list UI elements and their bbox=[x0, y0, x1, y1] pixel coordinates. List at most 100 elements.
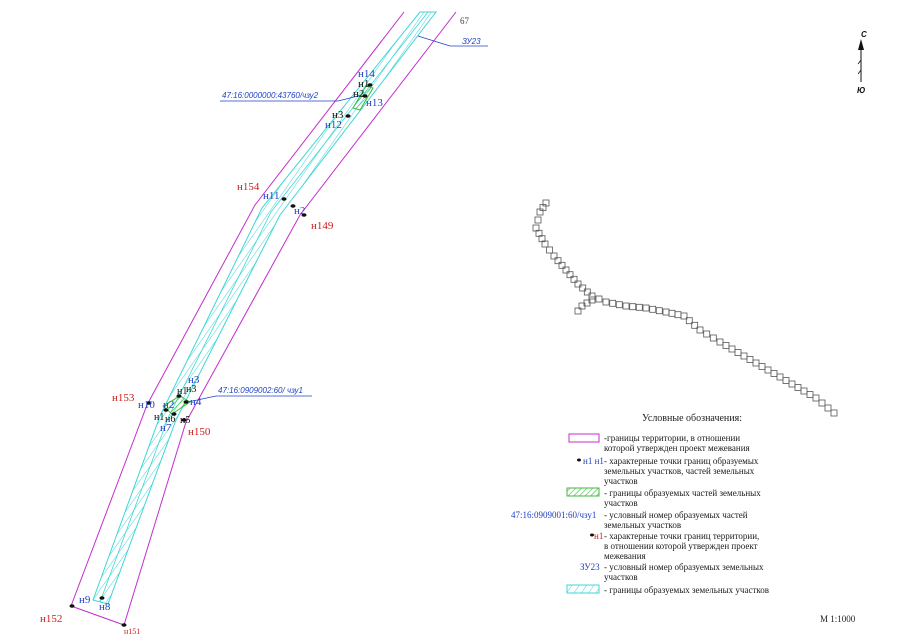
legend-point-icon bbox=[590, 533, 594, 537]
route-square bbox=[595, 295, 603, 303]
point-label: н3 bbox=[188, 374, 200, 386]
route-square bbox=[536, 208, 544, 216]
zu23-label: ЗУ23 bbox=[462, 37, 481, 46]
callout-zu23: ЗУ23 bbox=[417, 35, 488, 47]
point-label: н149 bbox=[311, 220, 334, 232]
legend-item-text: земельных участков bbox=[604, 520, 681, 530]
route-square bbox=[782, 377, 790, 384]
point-label: н2 bbox=[294, 205, 305, 217]
point-label: н10 bbox=[138, 399, 155, 411]
route-square bbox=[574, 280, 582, 288]
legend-item-text: участков bbox=[604, 476, 638, 486]
legend-item-text: участков bbox=[604, 572, 638, 582]
point-label: н1 bbox=[177, 386, 187, 397]
north-arrow-icon: С Ю bbox=[857, 30, 867, 95]
legend-item-text: - характерные точки границ образуемых bbox=[604, 456, 759, 466]
route-square bbox=[703, 330, 711, 338]
route-square bbox=[642, 304, 650, 312]
legend-swatch-boundary bbox=[568, 433, 600, 443]
route-square bbox=[578, 302, 586, 310]
callout-chzu2: 47:16:0000000:43760/чзу2 bbox=[220, 91, 363, 102]
route-square bbox=[662, 308, 670, 316]
route-square bbox=[788, 380, 796, 388]
chzu2-label: 47:16:0000000:43760/чзу2 bbox=[222, 91, 319, 100]
route-square bbox=[800, 387, 808, 395]
route-square bbox=[566, 271, 574, 279]
route-square bbox=[635, 303, 643, 311]
point-label: н153 bbox=[112, 392, 135, 404]
point-label: н3 bbox=[186, 384, 196, 395]
route-square bbox=[806, 391, 814, 398]
route-square bbox=[758, 363, 766, 370]
legend-item-text: участков bbox=[604, 498, 638, 508]
route-square bbox=[550, 252, 558, 260]
legend-point-icon bbox=[577, 458, 581, 462]
points-bottom-group: н9 н8 н152 н151 bbox=[40, 594, 140, 636]
legend-item-text: - границы образуемых земельных участков bbox=[604, 585, 769, 595]
route-square bbox=[746, 356, 754, 363]
legend-item-symbol: н1 н1 bbox=[583, 456, 604, 466]
legend-item-text: -границы территории, в отношении bbox=[604, 433, 740, 443]
route-square bbox=[570, 275, 578, 283]
point-label: н7 bbox=[160, 422, 172, 434]
point-label: н152 bbox=[40, 613, 62, 625]
legend-item-text: - условный номер образуемых земельных bbox=[604, 562, 764, 572]
compass-north: С bbox=[861, 30, 867, 39]
route-square bbox=[776, 373, 784, 381]
legend-item-text: - характерные точки границ территории, bbox=[604, 531, 759, 541]
point-label: н8 bbox=[99, 601, 111, 613]
route-square bbox=[615, 301, 623, 309]
legend-item-text: - условный номер образуемых частей bbox=[604, 510, 748, 520]
points-lower-group: н153 н10 н3 н3 н1 н4 н2 н6 н5 н1 н7 н150 bbox=[112, 374, 211, 438]
point-label: н2 bbox=[353, 88, 364, 100]
point-label: н1 bbox=[154, 412, 164, 423]
route-square bbox=[554, 257, 562, 265]
legend-item-text: межевания bbox=[604, 551, 646, 561]
route-square bbox=[609, 299, 617, 307]
route-square bbox=[655, 307, 663, 315]
route-square bbox=[734, 349, 742, 356]
compass-south: Ю bbox=[857, 86, 865, 95]
legend-item-text: земельных участков, частей земельных bbox=[604, 466, 755, 476]
legend: Условные обозначения: -границы территори… bbox=[511, 413, 769, 595]
legend-item-symbol: ЗУ23 bbox=[580, 562, 600, 572]
point-label: н9 bbox=[79, 594, 91, 606]
territory-boundary bbox=[70, 11, 457, 626]
overview-route bbox=[532, 199, 838, 417]
route-square bbox=[583, 288, 591, 296]
legend-item-text: в отношении которой утвержден проект bbox=[604, 541, 758, 551]
part-parcel-chzu2 bbox=[352, 85, 374, 111]
route-square bbox=[649, 305, 657, 313]
route-square bbox=[770, 370, 778, 377]
legend-swatch-part-parcel bbox=[566, 487, 600, 497]
point-label: н3 bbox=[332, 109, 344, 121]
point-label: н13 bbox=[366, 97, 383, 109]
route-square bbox=[722, 342, 730, 349]
legend-item-text: которой утвержден проект межевания bbox=[604, 443, 750, 453]
route-square bbox=[728, 345, 736, 353]
route-square bbox=[812, 394, 820, 402]
route-square bbox=[622, 302, 630, 310]
route-square bbox=[602, 298, 610, 306]
route-square bbox=[830, 409, 838, 417]
points-top-group: н14 н1 н2 н13 н3 н12 bbox=[325, 68, 383, 131]
callout-chzu1: 47:16:0909002:60/ чзу1 bbox=[187, 386, 312, 403]
point-label: н151 bbox=[124, 627, 140, 636]
route-square bbox=[674, 311, 682, 319]
route-square bbox=[716, 338, 724, 346]
route-square bbox=[629, 303, 637, 311]
route-square bbox=[824, 404, 832, 412]
route-square bbox=[579, 284, 587, 292]
route-square bbox=[696, 326, 704, 334]
legend-item-symbol: 47:16:0909001:60/чзу1 bbox=[511, 510, 596, 520]
point-label: н1 bbox=[358, 78, 369, 90]
route-square bbox=[668, 309, 676, 317]
point-label: н150 bbox=[188, 426, 211, 438]
legend-title: Условные обозначения: bbox=[642, 413, 742, 424]
legend-swatch-parcel bbox=[566, 584, 600, 594]
point-label: н5 bbox=[180, 415, 190, 426]
route-square bbox=[574, 307, 582, 315]
legend-item-text: - границы образуемых частей земельных bbox=[604, 488, 761, 498]
route-square bbox=[691, 321, 699, 329]
page-number: 67 bbox=[460, 16, 470, 26]
